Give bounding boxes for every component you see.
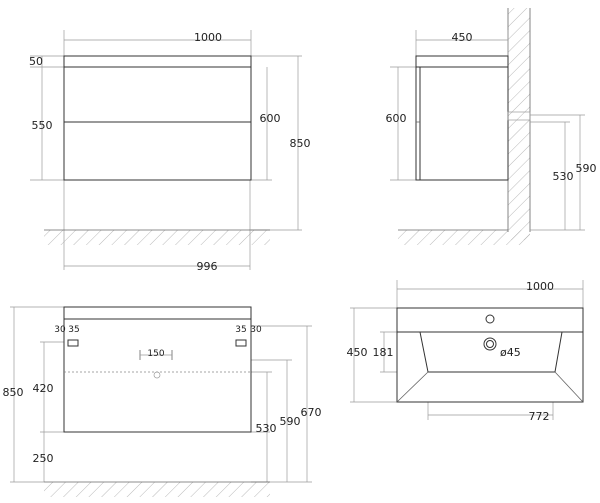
back-view: 850 420 250 30 35 35 30 150 530 590 670 bbox=[3, 306, 322, 497]
dim-right-35: 35 bbox=[235, 325, 246, 335]
mount-bracket-right bbox=[235, 339, 247, 347]
side-countertop bbox=[415, 55, 509, 68]
dim-base-width: 996 bbox=[197, 260, 218, 273]
drain-outlet bbox=[153, 371, 161, 379]
dim-back-530: 530 bbox=[256, 422, 277, 435]
faucet-hole bbox=[485, 314, 495, 324]
floor-hatch bbox=[44, 230, 270, 245]
dim-depth: 450 bbox=[452, 31, 473, 44]
dim-drain-diameter: ø45 bbox=[500, 346, 521, 359]
floor-hatch-side bbox=[398, 230, 530, 245]
dim-top-depth: 450 bbox=[347, 346, 368, 359]
dim-pipe-530: 530 bbox=[553, 170, 574, 183]
cabinet-body bbox=[63, 66, 252, 181]
floor-hatch-back bbox=[44, 482, 270, 497]
drain-hole bbox=[483, 337, 497, 351]
dim-back-lower: 250 bbox=[33, 452, 54, 465]
dim-body-height: 600 bbox=[260, 112, 281, 125]
drain-pipe bbox=[507, 111, 531, 121]
top-view: 1000 450 181 ø45 772 bbox=[347, 280, 584, 423]
back-countertop bbox=[63, 306, 252, 320]
dim-side-height: 600 bbox=[386, 112, 407, 125]
dim-drawer-height: 550 bbox=[32, 119, 53, 132]
dim-top-thickness: 50 bbox=[29, 55, 43, 68]
dim-left-35: 35 bbox=[68, 325, 79, 335]
side-cabinet bbox=[415, 66, 509, 181]
dim-back-upper: 420 bbox=[33, 382, 54, 395]
dim-back-590: 590 bbox=[280, 415, 301, 428]
back-cabinet bbox=[63, 318, 252, 433]
dim-right-30: 30 bbox=[250, 325, 262, 335]
dim-left-30: 30 bbox=[54, 325, 66, 335]
dim-pipe-590: 590 bbox=[576, 162, 597, 175]
dim-front-width: 1000 bbox=[194, 31, 222, 44]
dim-basin-width: 772 bbox=[529, 410, 550, 423]
dim-drain-offset: 181 bbox=[373, 346, 394, 359]
dim-total-height: 850 bbox=[290, 137, 311, 150]
dim-top-width: 1000 bbox=[526, 280, 554, 293]
countertop bbox=[63, 55, 252, 68]
dim-back-total: 850 bbox=[3, 386, 24, 399]
dim-back-670: 670 bbox=[301, 406, 322, 419]
basin-outline bbox=[396, 307, 584, 403]
side-view: 450 600 530 590 bbox=[386, 8, 597, 245]
mount-bracket-left bbox=[67, 339, 79, 347]
front-view: 1000 50 550 600 850 996 bbox=[29, 30, 311, 273]
dim-pipe-spacing: 150 bbox=[147, 349, 164, 359]
wall-hatch bbox=[508, 8, 530, 240]
